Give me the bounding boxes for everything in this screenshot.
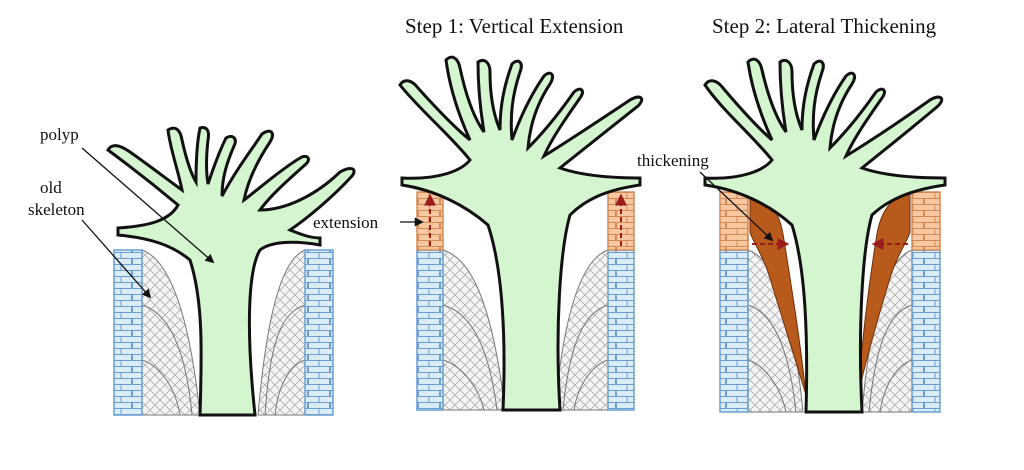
pointer-polyp <box>81 147 215 264</box>
label-skeleton: skeleton <box>28 200 85 219</box>
brick-wall-right <box>607 249 635 411</box>
title-step-2: Step 2: Lateral Thickening <box>712 14 937 38</box>
label-polyp: polyp <box>40 125 79 144</box>
brick-wall-right <box>304 249 334 416</box>
brick-wall-left <box>416 249 444 411</box>
title-step-1: Step 1: Vertical Extension <box>405 14 624 38</box>
polyp-body <box>703 57 947 414</box>
new-wall-left <box>719 191 749 251</box>
label-thickening: thickening <box>637 151 709 170</box>
label-extension: extension <box>313 213 379 232</box>
polyp-body <box>398 55 644 412</box>
panel-lateral-thickening: Step 2: Lateral Thickening thickening <box>637 14 947 414</box>
panel-vertical-extension: Step 1: Vertical Extension extension <box>313 14 644 412</box>
brick-wall-left <box>719 249 749 413</box>
panel-initial-polyp: polyp old skeleton <box>28 125 356 417</box>
old-skeleton-left <box>141 249 201 416</box>
old-skeleton-right <box>257 249 306 416</box>
polyp-body <box>106 126 356 417</box>
new-wall-right <box>911 191 941 251</box>
brick-wall-right <box>911 249 941 413</box>
label-old: old <box>40 178 62 197</box>
pointer-thickening <box>699 171 774 242</box>
pointer-old-skeleton <box>81 219 152 299</box>
brick-wall-left <box>113 249 143 416</box>
